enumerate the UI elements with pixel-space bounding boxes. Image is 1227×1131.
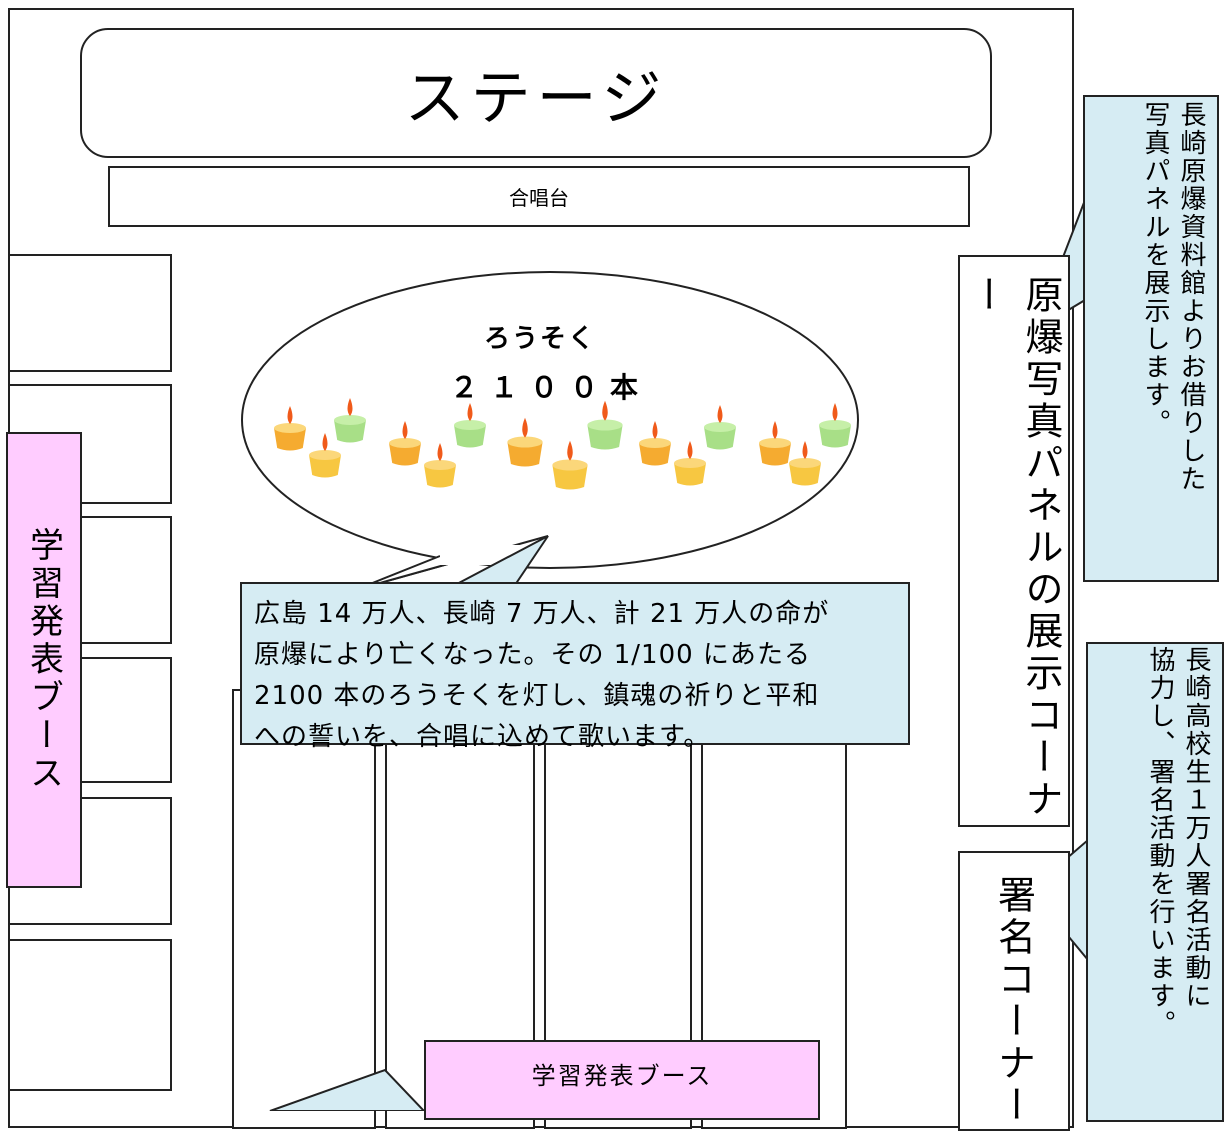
booth-left-1 (8, 254, 172, 372)
chorus-platform: 合唱台 (108, 166, 970, 227)
signature-callout-line-1: 長崎高校生１万人署名活動に (1181, 646, 1211, 1010)
candle-row (274, 398, 851, 490)
candle-icon (759, 421, 791, 466)
candle-icon (454, 403, 486, 448)
stage-label: ステージ (404, 63, 668, 134)
candle-icon (389, 421, 421, 466)
candle-label: ろうそく (483, 324, 596, 354)
booth-bottom-1 (232, 689, 376, 1129)
signature-corner: 署名コーナー (958, 851, 1070, 1131)
stage: ステージ (80, 28, 992, 158)
memorial-line-3: 2100 本のろうそくを灯し、鎮魂の祈りと平和 (254, 681, 820, 711)
candle-icon (819, 403, 851, 448)
candle-icon (674, 441, 706, 486)
atomic-photo-corner-label: 原爆写真パネルの展示コーナー (964, 275, 1063, 821)
signature-corner-label: 署名コーナー (991, 875, 1036, 1127)
left-booth-label: 学習発表ブース (6, 432, 82, 888)
signature-callout-line-2: 協力し、署名活動を行います。 (1145, 646, 1175, 1038)
candle-icon (274, 406, 306, 451)
booth-left-6 (8, 939, 172, 1091)
candle-icon (789, 441, 821, 486)
memorial-line-1: 広島 14 万人、長崎 7 万人、計 21 万人の命が (254, 599, 830, 629)
candle-icon (334, 398, 366, 443)
chorus-platform-label: 合唱台 (509, 186, 569, 210)
candle-icon (424, 443, 456, 488)
candle-icon (507, 417, 543, 467)
memorial-line-4: への誓いを、合唱に込めて歌います。 (254, 722, 711, 752)
left-booth-label-text: 学習発表ブース (23, 527, 64, 793)
candle-icon (704, 405, 736, 450)
candle-icon (587, 400, 623, 450)
candle-icon (639, 421, 671, 466)
memorial-callout: 広島 14 万人、長崎 7 万人、計 21 万人の命が 原爆により亡くなった。そ… (240, 582, 910, 752)
candle-count: ２１００本 (449, 371, 650, 404)
photo-callout-line-2: 写真パネルを展示します。 (1140, 101, 1170, 437)
photo-callout: 長崎原爆資料館よりお借りした 写真パネルを展示します。 (1083, 95, 1219, 582)
bottom-callout-tail (269, 1068, 426, 1111)
photo-callout-line-1: 長崎原爆資料館よりお借りした (1176, 101, 1206, 493)
signature-callout: 長崎高校生１万人署名活動に 協力し、署名活動を行います。 (1086, 642, 1224, 1122)
atomic-photo-corner: 原爆写真パネルの展示コーナー (958, 255, 1070, 827)
candle-ellipse (241, 271, 859, 569)
candle-icon (552, 440, 588, 490)
bottom-booth-label-text: 学習発表ブース (531, 1062, 713, 1090)
bottom-booth-label: 学習発表ブース (424, 1040, 820, 1120)
candle-icon (309, 433, 341, 478)
memorial-line-2: 原爆により亡くなった。その 1/100 にあたる (254, 640, 811, 670)
